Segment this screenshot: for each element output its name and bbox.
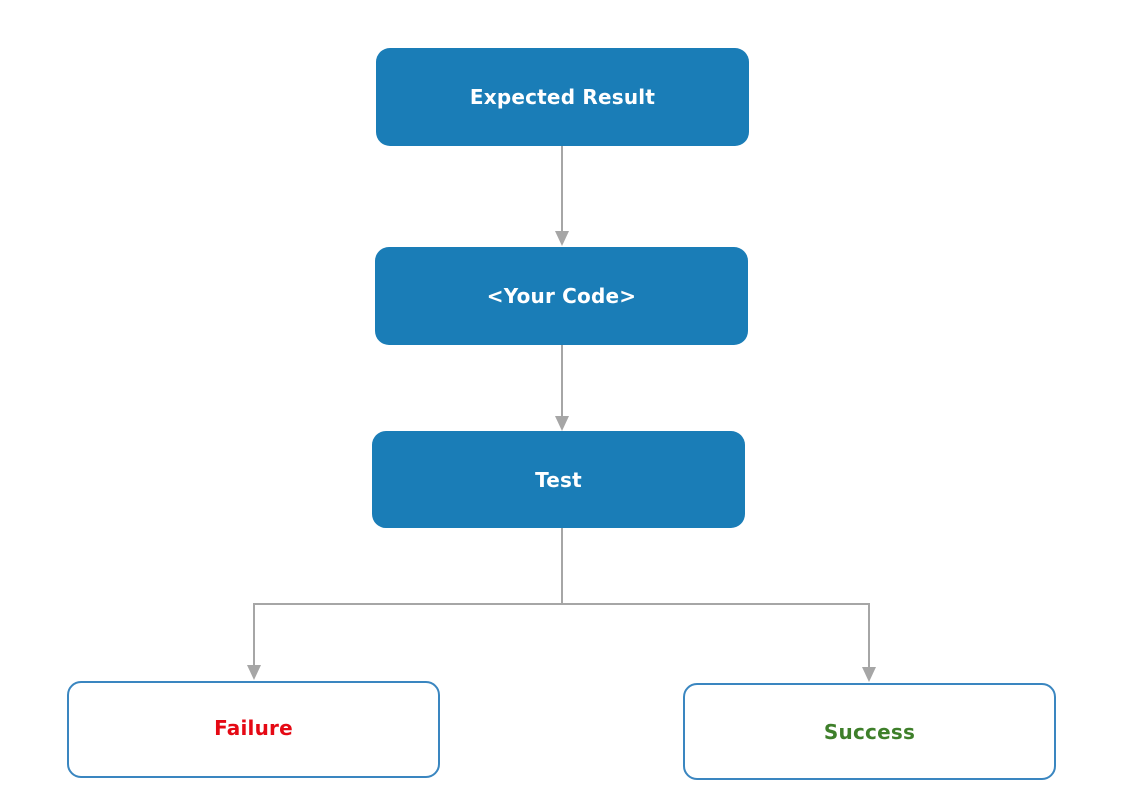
node-failure: Failure — [67, 681, 440, 778]
node-test: Test — [372, 431, 745, 528]
arrowhead-code — [555, 231, 569, 246]
node-your-code-label: <Your Code> — [486, 284, 637, 308]
edge-test-to-success — [562, 603, 870, 669]
edge-test-to-failure — [253, 528, 563, 667]
node-expected-result-label: Expected Result — [469, 85, 656, 109]
node-test-label: Test — [535, 467, 582, 492]
arrowhead-test — [555, 416, 569, 431]
node-your-code: <Your Code> — [375, 247, 748, 345]
arrowhead-failure — [247, 665, 261, 680]
node-expected-result: Expected Result — [376, 48, 749, 146]
arrowhead-success — [862, 667, 876, 682]
node-success-label: Success — [823, 719, 916, 744]
node-success: Success — [683, 683, 1056, 780]
node-failure-label: Failure — [214, 715, 293, 740]
